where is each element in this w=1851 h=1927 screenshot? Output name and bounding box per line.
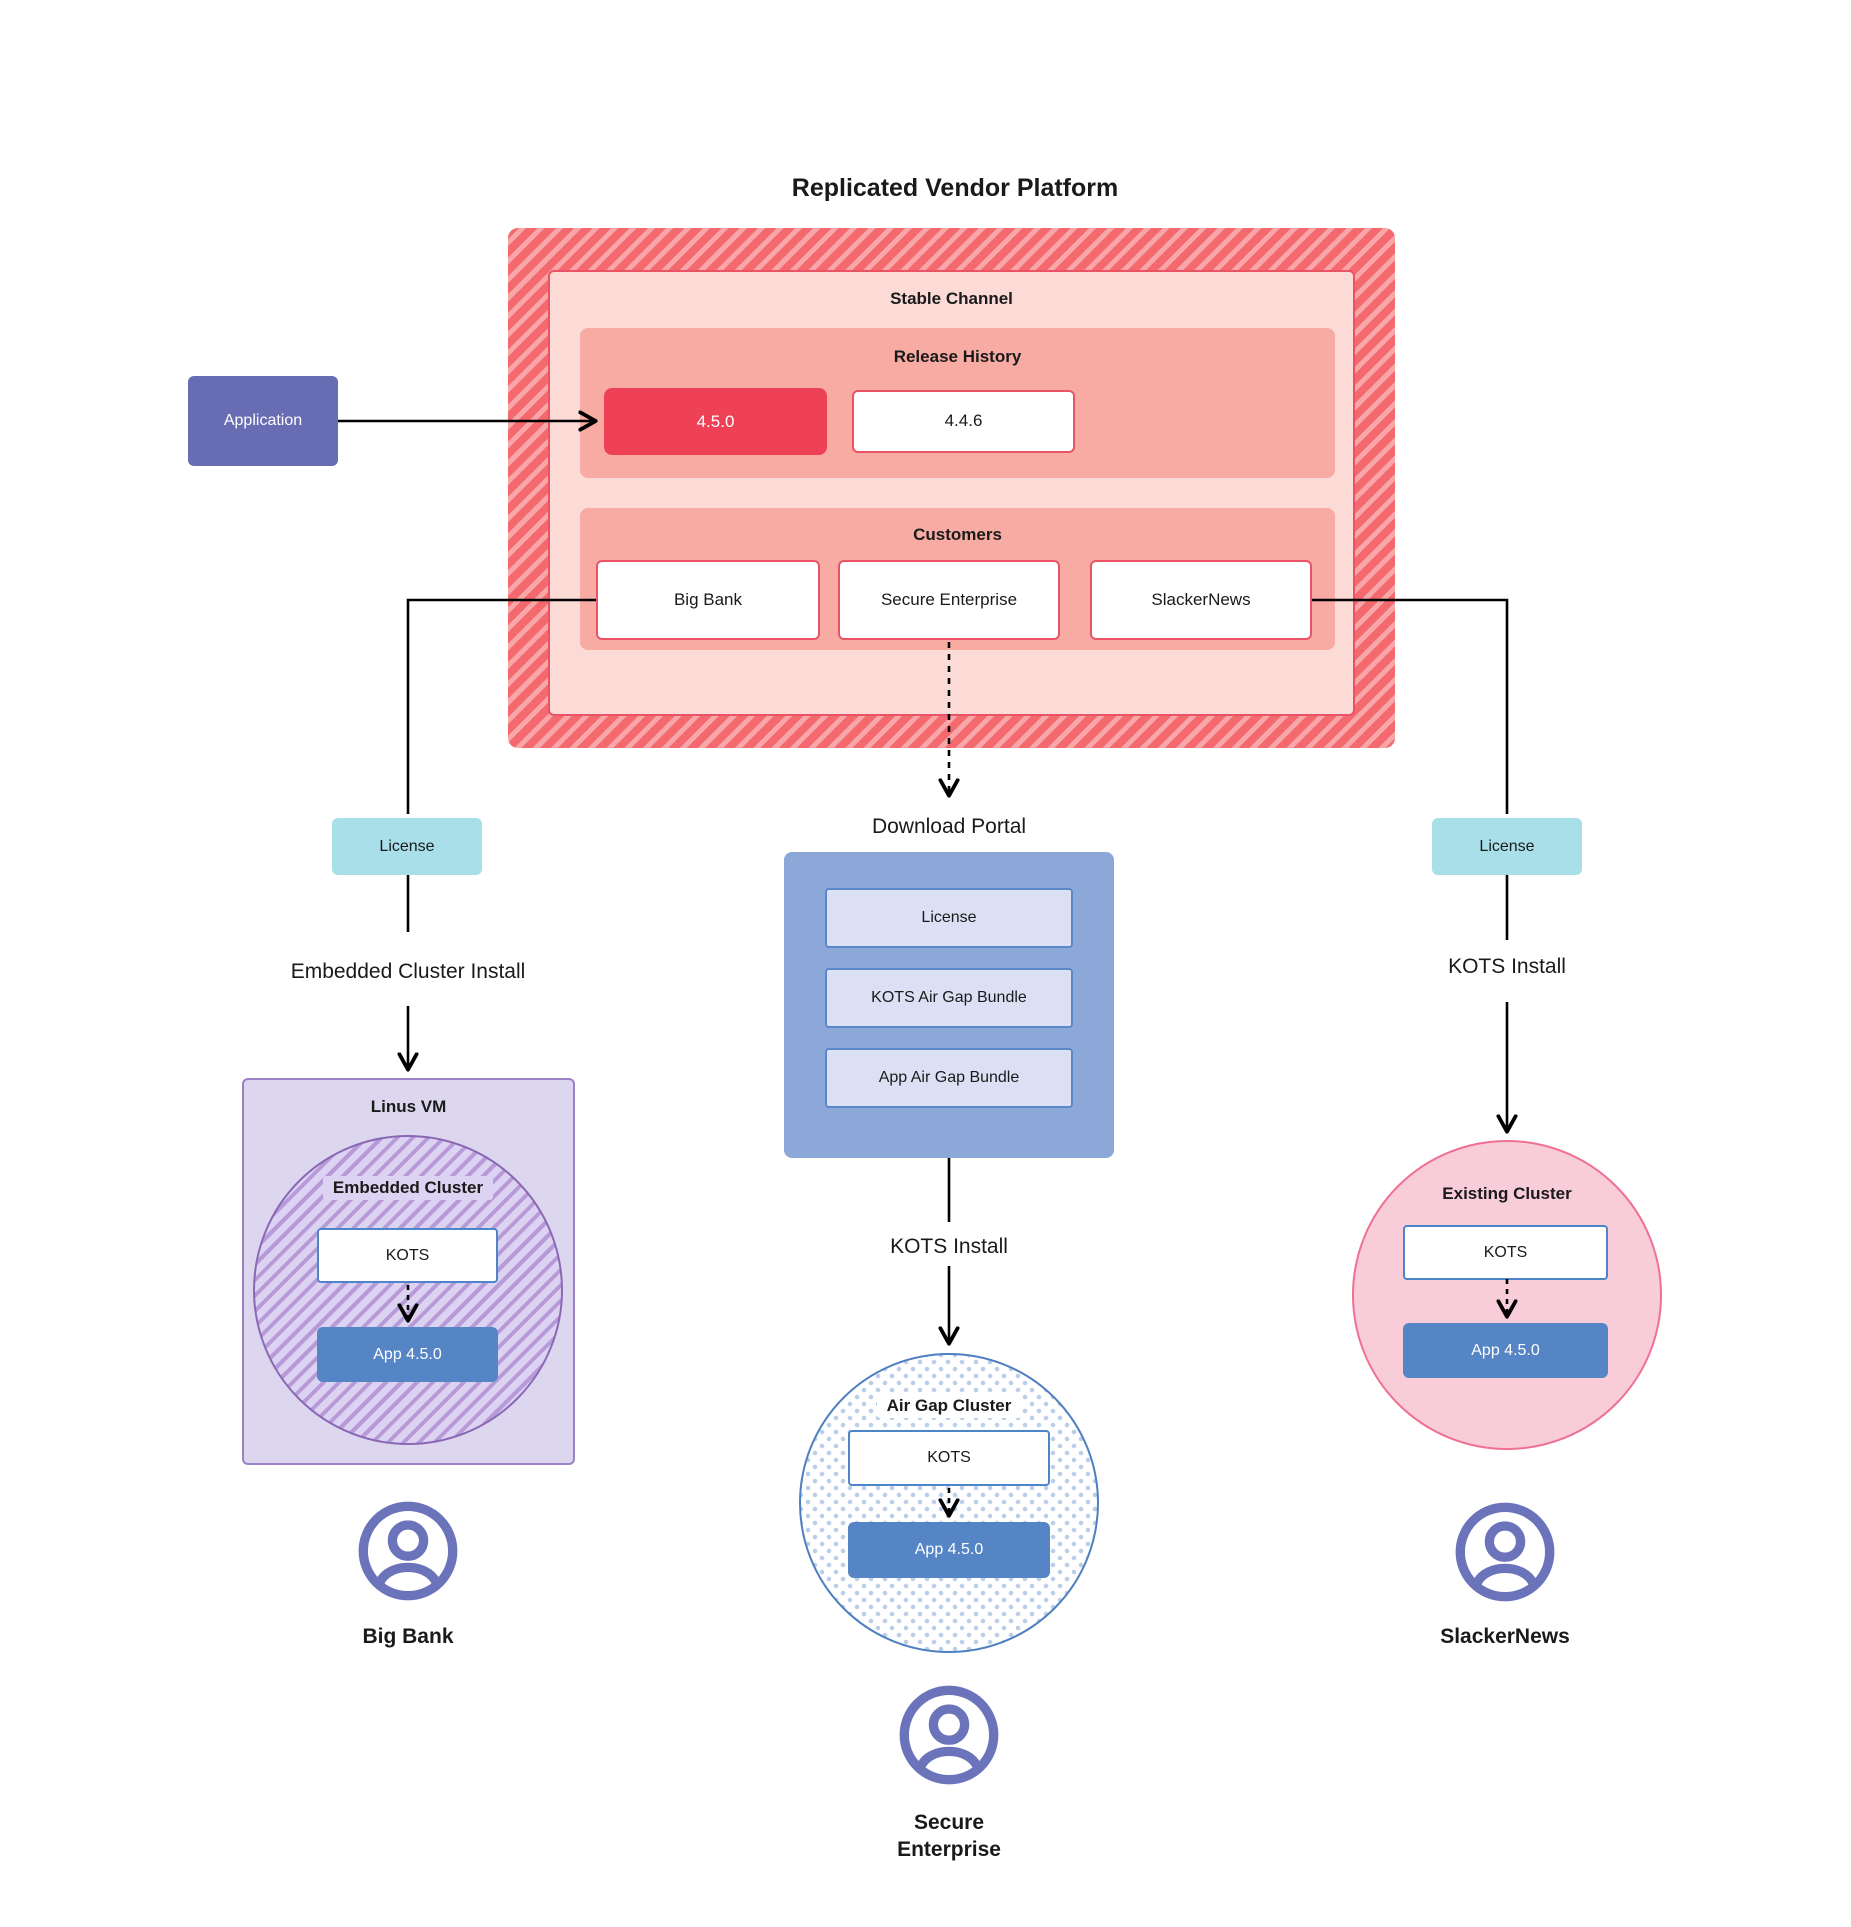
secure-enterprise-user-label: Secure Enterprise	[897, 1810, 1001, 1861]
customer-slackernews-box: SlackerNews	[1090, 560, 1312, 640]
user-icon-head	[928, 1704, 970, 1745]
app-box-left: App 4.5.0	[317, 1327, 498, 1382]
embedded-cluster-label: Embedded Cluster	[283, 1176, 533, 1200]
application-box: Application	[188, 376, 338, 466]
linus-vm-label: Linus VM	[370, 1097, 447, 1116]
portal-app-bundle-item: App Air Gap Bundle	[825, 1048, 1073, 1108]
user-icon	[358, 1501, 458, 1601]
user-icon-head	[387, 1520, 429, 1561]
user-icon	[1455, 1502, 1555, 1602]
user-icon-shoulders	[916, 1746, 982, 1771]
customer-secure-enterprise-box: Secure Enterprise	[838, 560, 1060, 640]
app-box-right: App 4.5.0	[1403, 1323, 1608, 1378]
release-446-box: 4.4.6	[852, 390, 1075, 453]
portal-license-item: License	[825, 888, 1073, 948]
user-icon-ring	[899, 1685, 999, 1785]
customer-big-bank-box: Big Bank	[596, 560, 820, 640]
user-icon-ring	[358, 1501, 458, 1601]
air-gap-cluster-label: Air Gap Cluster	[824, 1394, 1074, 1418]
download-portal-label: Download Portal	[871, 815, 1027, 839]
kots-install-right-label: KOTS Install	[1448, 955, 1566, 979]
license-left-box: License	[332, 818, 482, 875]
customers-label: Customers	[913, 525, 1002, 544]
release-450-box: 4.5.0	[604, 388, 827, 455]
kots-box-right: KOTS	[1403, 1225, 1608, 1280]
slackernews-user-label: SlackerNews	[1440, 1625, 1570, 1649]
kots-install-mid-label: KOTS Install	[890, 1235, 1008, 1259]
existing-cluster-label: Existing Cluster	[1442, 1184, 1572, 1203]
app-box-mid: App 4.5.0	[848, 1522, 1050, 1578]
embedded-cluster-install-label: Embedded Cluster Install	[290, 960, 526, 984]
user-icon-head	[1484, 1521, 1526, 1562]
user-icon-ring	[1455, 1502, 1555, 1602]
stable-channel-label: Stable Channel	[890, 289, 1013, 308]
release-history-label: Release History	[893, 347, 1022, 366]
kots-box-left: KOTS	[317, 1228, 498, 1283]
portal-kots-bundle-item: KOTS Air Gap Bundle	[825, 968, 1073, 1028]
diagram-title: Replicated Vendor Platform	[791, 173, 1119, 202]
user-icon	[899, 1685, 999, 1785]
user-icon-shoulders	[1472, 1563, 1538, 1588]
license-right-box: License	[1432, 818, 1582, 875]
user-icon-shoulders	[375, 1562, 441, 1587]
kots-box-mid: KOTS	[848, 1430, 1050, 1486]
big-bank-user-label: Big Bank	[362, 1625, 454, 1649]
